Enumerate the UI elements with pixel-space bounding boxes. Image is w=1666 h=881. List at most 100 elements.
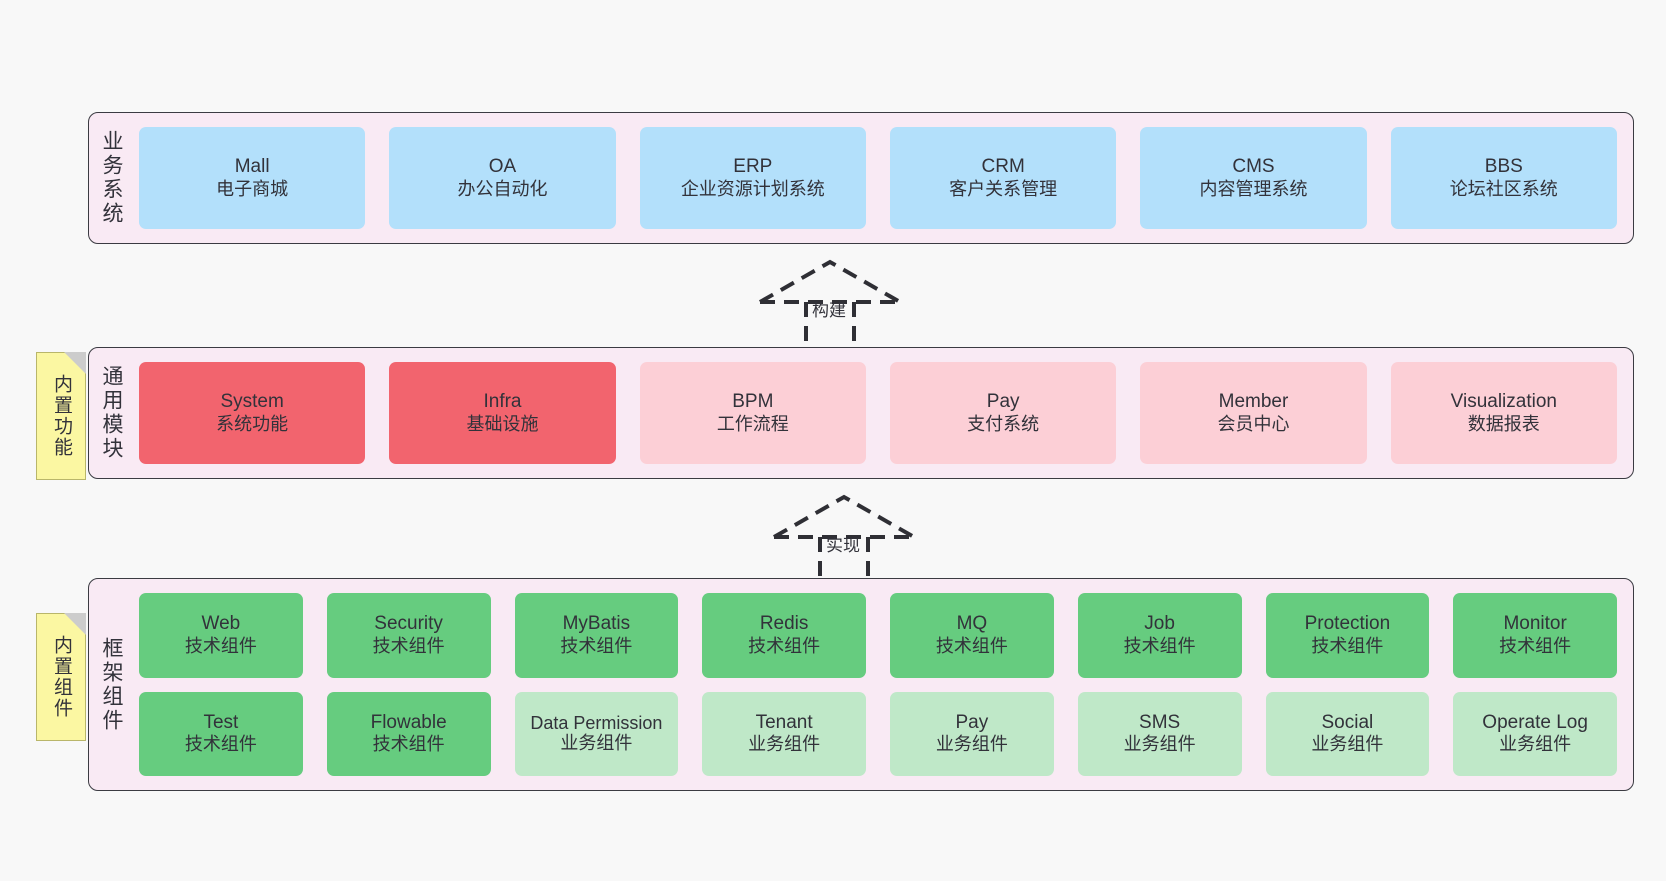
node-infra[interactable]: Infra 基础设施: [389, 362, 616, 464]
node-label-en: Member: [1218, 390, 1289, 412]
layer-body-common-module: System 系统功能 Infra 基础设施 BPM 工作流程 Pay 支付系统…: [133, 348, 1633, 478]
node-label-cn: 技术组件: [560, 635, 633, 656]
sticky-note-builtin-function: 内置功能: [36, 352, 86, 480]
node-label-cn: 技术组件: [184, 635, 257, 656]
node-data-permission[interactable]: Data Permission 业务组件: [514, 691, 679, 776]
node-label-cn: 业务组件: [1311, 734, 1384, 755]
node-label-cn: 基础设施: [466, 413, 539, 434]
node-label-cn: 技术组件: [1123, 635, 1196, 656]
node-mybatis[interactable]: MyBatis 技术组件: [514, 593, 679, 678]
node-label-en: Mall: [234, 155, 270, 177]
node-label-cn: 技术组件: [184, 734, 257, 755]
connector-implement-arrow: [773, 494, 915, 577]
node-web[interactable]: Web 技术组件: [139, 593, 303, 678]
node-label-cn: 办公自动化: [457, 178, 548, 199]
node-label-en: Tenant: [755, 711, 813, 733]
node-security[interactable]: Security 技术组件: [326, 593, 491, 678]
node-pay-module[interactable]: Pay 支付系统: [889, 362, 1117, 464]
node-label-cn: 系统功能: [216, 413, 289, 434]
generalization-triangle-icon: [773, 494, 915, 539]
node-label-cn: 技术组件: [935, 635, 1008, 656]
node-label-en: Security: [374, 613, 443, 635]
node-protection[interactable]: Protection 技术组件: [1265, 593, 1430, 678]
layer-body-business-system: Mall 电子商城 OA 办公自动化 ERP 企业资源计划系统 CRM 客户关系…: [133, 113, 1633, 243]
node-label-en: Social: [1321, 711, 1374, 733]
node-label-en: Job: [1144, 613, 1175, 635]
node-mall[interactable]: Mall 电子商城: [139, 127, 366, 229]
layer-common-module: 通用模块 System 系统功能 Infra 基础设施 BPM 工作流程 Pay…: [88, 347, 1634, 479]
connector-build-label: 构建: [812, 301, 846, 320]
node-label-en: Pay: [955, 711, 989, 733]
node-mq[interactable]: MQ 技术组件: [890, 593, 1054, 678]
node-flowable[interactable]: Flowable 技术组件: [326, 691, 491, 776]
node-member[interactable]: Member 会员中心: [1140, 362, 1367, 464]
node-label-cn: 论坛社区系统: [1449, 178, 1558, 199]
node-label-cn: 技术组件: [372, 635, 445, 656]
node-label-en: System: [220, 390, 284, 412]
node-label-en: OA: [488, 155, 517, 177]
sticky-note-label: 内置功能: [50, 374, 72, 458]
layer-title-framework-components: 框架组件: [100, 636, 124, 733]
node-oa[interactable]: OA 办公自动化: [389, 127, 616, 229]
node-label-cn: 会员中心: [1217, 413, 1290, 434]
layer-business-system: 业务系统 Mall 电子商城 OA 办公自动化 ERP 企业资源计划系统 CRM…: [88, 112, 1634, 244]
node-label-cn: 内容管理系统: [1199, 178, 1308, 199]
connector-implement-label: 实现: [826, 536, 860, 555]
node-test[interactable]: Test 技术组件: [139, 691, 303, 776]
node-crm[interactable]: CRM 客户关系管理: [889, 127, 1117, 229]
node-label-en: Operate Log: [1482, 711, 1588, 733]
node-label-cn: 业务组件: [1123, 734, 1196, 755]
layer-body-framework-components: Web 技术组件 Security 技术组件 MyBatis 技术组件 Redi…: [133, 579, 1633, 790]
node-redis[interactable]: Redis 技术组件: [702, 593, 866, 678]
node-cms[interactable]: CMS 内容管理系统: [1140, 127, 1367, 229]
node-label-cn: 支付系统: [967, 413, 1040, 434]
node-erp[interactable]: ERP 企业资源计划系统: [639, 127, 866, 229]
node-label-cn: 数据报表: [1467, 413, 1540, 434]
connector-build: 构建: [756, 258, 904, 342]
node-label-cn: 业务组件: [560, 733, 633, 754]
node-label-en: ERP: [733, 155, 773, 177]
node-label-cn: 工作流程: [716, 413, 789, 434]
node-label-cn: 企业资源计划系统: [680, 178, 825, 199]
node-row: System 系统功能 Infra 基础设施 BPM 工作流程 Pay 支付系统…: [139, 362, 1617, 464]
node-label-cn: 业务组件: [935, 734, 1008, 755]
node-label-en: Web: [201, 613, 241, 635]
node-label-en: Flowable: [370, 711, 447, 733]
node-bpm[interactable]: BPM 工作流程: [639, 362, 866, 464]
node-label-cn: 业务组件: [748, 734, 821, 755]
node-label-en: Protection: [1304, 613, 1391, 635]
node-operate-log[interactable]: Operate Log 业务组件: [1453, 691, 1617, 776]
node-label-cn: 业务组件: [1499, 734, 1572, 755]
node-label-cn: 技术组件: [1499, 635, 1572, 656]
node-label-cn: 电子商城: [216, 178, 289, 199]
node-pay-component[interactable]: Pay 业务组件: [890, 691, 1054, 776]
node-sms[interactable]: SMS 业务组件: [1077, 691, 1242, 776]
connector-build-arrow: [759, 259, 901, 342]
generalization-triangle-icon: [759, 259, 901, 304]
node-job[interactable]: Job 技术组件: [1077, 593, 1242, 678]
node-label-en: Visualization: [1450, 390, 1557, 412]
layer-framework-components: 框架组件 Web 技术组件 Security 技术组件 MyBatis 技术组件…: [88, 578, 1634, 791]
node-label-en: Data Permission: [530, 712, 663, 733]
node-label-en: Redis: [759, 613, 809, 635]
sticky-note-label: 内置组件: [50, 635, 72, 719]
node-system[interactable]: System 系统功能: [139, 362, 366, 464]
node-social[interactable]: Social 业务组件: [1265, 691, 1430, 776]
node-label-en: Pay: [986, 390, 1020, 412]
node-label-en: BBS: [1484, 155, 1523, 177]
layer-title-business-system: 业务系统: [100, 130, 124, 226]
node-label-en: Infra: [483, 390, 522, 412]
node-row: Web 技术组件 Security 技术组件 MyBatis 技术组件 Redi…: [139, 593, 1617, 678]
node-row: Mall 电子商城 OA 办公自动化 ERP 企业资源计划系统 CRM 客户关系…: [139, 127, 1617, 229]
node-label-en: CRM: [981, 155, 1025, 177]
node-visualization[interactable]: Visualization 数据报表: [1390, 362, 1617, 464]
node-label-cn: 技术组件: [372, 734, 445, 755]
node-label-en: Monitor: [1503, 613, 1567, 635]
node-label-cn: 客户关系管理: [949, 178, 1058, 199]
sticky-note-builtin-component: 内置组件: [36, 613, 86, 741]
node-tenant[interactable]: Tenant 业务组件: [702, 691, 866, 776]
node-bbs[interactable]: BBS 论坛社区系统: [1390, 127, 1617, 229]
node-label-en: BPM: [732, 390, 774, 412]
node-monitor[interactable]: Monitor 技术组件: [1453, 593, 1617, 678]
